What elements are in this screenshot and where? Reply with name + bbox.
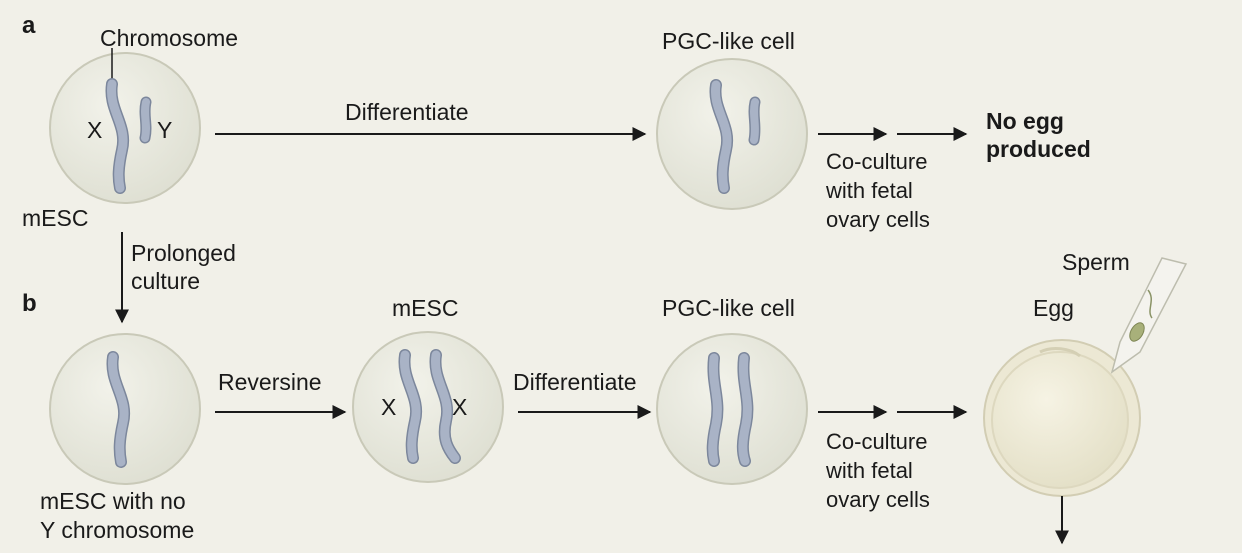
coculture-line3-b: ovary cells (826, 487, 930, 512)
pgc-like-cell-label-a: PGC-like cell (662, 28, 795, 54)
differentiate-label-b: Differentiate (513, 369, 637, 395)
no-egg-line2: produced (986, 136, 1091, 162)
egg-label: Egg (1033, 295, 1074, 321)
mesc-no-y-line2: Y chromosome (40, 517, 195, 543)
mesc-xx-cell (352, 331, 504, 483)
no-egg-line1: No egg (986, 108, 1064, 134)
differentiate-label-a: Differentiate (345, 99, 469, 125)
injection-pipette-icon (1110, 257, 1188, 374)
coculture-line2-b: with fetal (826, 458, 913, 483)
x-chromosome-label: X (87, 117, 103, 143)
coculture-line2-a: with fetal (826, 178, 913, 203)
coculture-line1-a: Co-culture (826, 149, 928, 174)
culture-label: culture (131, 268, 201, 294)
egg-inner (991, 351, 1129, 489)
pgc-like-cell-label-b: PGC-like cell (662, 295, 795, 321)
x-label-b-right: X (452, 394, 468, 420)
sperm-label: Sperm (1062, 249, 1130, 275)
panel-a-letter: a (22, 12, 36, 39)
x-label-b-left: X (381, 394, 397, 420)
egg-polar-body (1039, 347, 1081, 358)
panel-b-letter: b (22, 290, 37, 317)
pgc-cell-b (656, 333, 808, 485)
chromosome-label: Chromosome (100, 25, 239, 51)
prolonged-label: Prolonged (131, 240, 236, 266)
mesc-label-a: mESC (22, 205, 89, 231)
sperm-head (1129, 322, 1145, 342)
coculture-line1-b: Co-culture (826, 429, 928, 454)
mesc-label-b: mESC (392, 295, 459, 321)
y-chromosome-label: Y (157, 117, 173, 143)
coculture-line3-a: ovary cells (826, 207, 930, 232)
sperm-icon (1147, 289, 1153, 319)
mesc-no-y-line1: mESC with no (40, 488, 186, 514)
reversine-label: Reversine (218, 369, 322, 395)
